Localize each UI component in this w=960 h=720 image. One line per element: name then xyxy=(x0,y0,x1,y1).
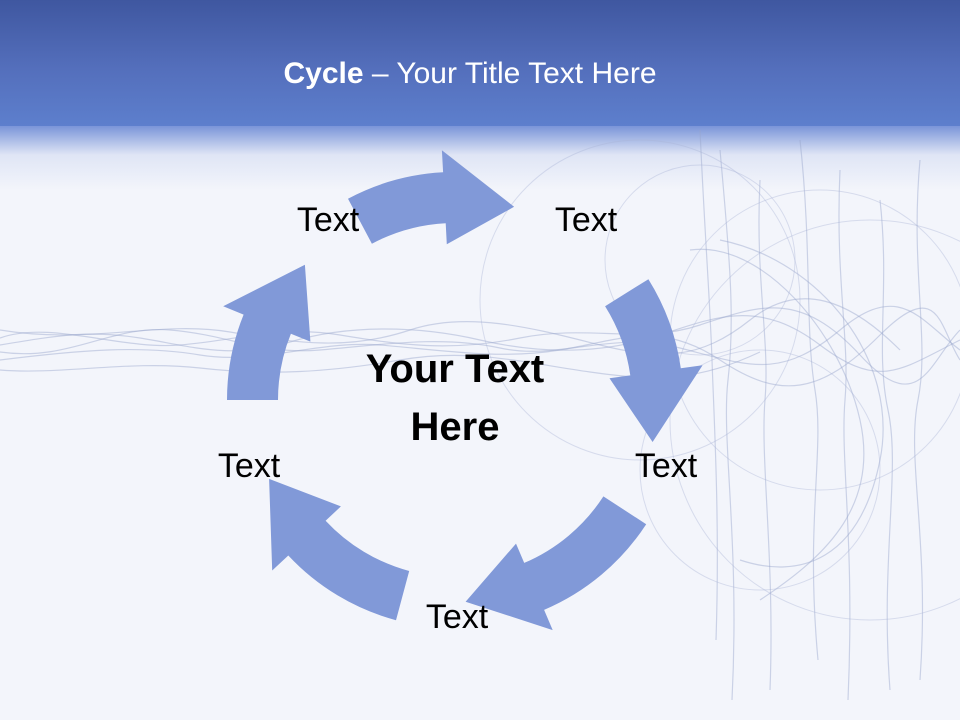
cycle-node-label: Text xyxy=(634,447,698,485)
cycle-arrow-1 xyxy=(348,150,515,245)
slide-title: Cycle – Your Title Text Here xyxy=(0,52,940,96)
cycle-arrow-3 xyxy=(465,496,647,631)
title-rest: – Your Title Text Here xyxy=(363,57,657,90)
center-text-line: Here xyxy=(410,405,500,449)
decorative-circles xyxy=(479,139,960,621)
cycle-node-label: Text xyxy=(217,447,281,485)
center-text: Your Text Here xyxy=(330,340,580,456)
cycle-node-label: Text xyxy=(554,201,618,239)
title-bold: Cycle xyxy=(283,57,364,90)
cycle-node-label: Text xyxy=(425,598,489,636)
cycle-arrow-5 xyxy=(223,264,311,400)
decorative-swirls xyxy=(0,129,960,701)
header-band xyxy=(0,0,960,126)
cycle-node-label: Text xyxy=(296,201,360,239)
cycle-arrow-2 xyxy=(605,279,703,442)
cycle-arrow-4 xyxy=(269,478,410,621)
center-text-line: Your Text xyxy=(365,347,545,391)
